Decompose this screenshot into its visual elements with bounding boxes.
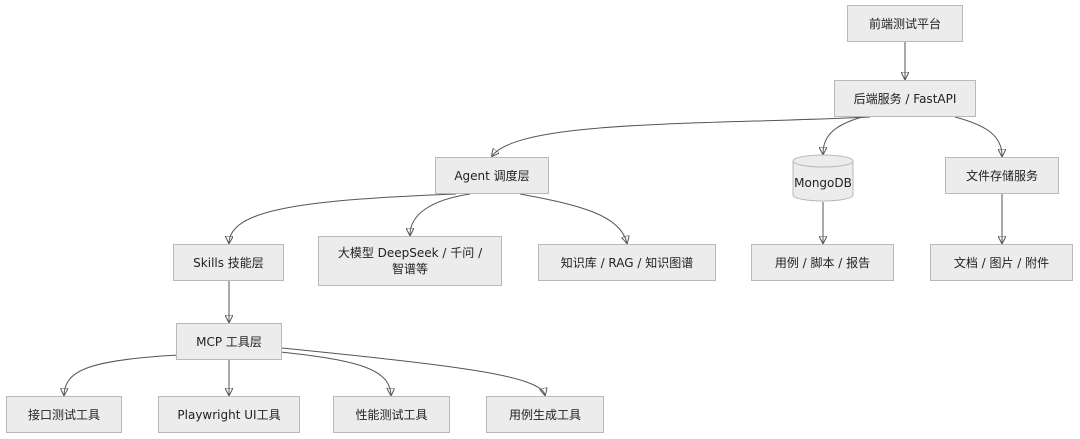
node-skills-layer: Skills 技能层 <box>173 244 284 281</box>
database-icon <box>792 154 854 202</box>
node-llm: 大模型 DeepSeek / 千问 / 智谱等 <box>318 236 502 286</box>
edge-backend-to-mongodb <box>823 116 863 154</box>
edge-mcp-to-casegen_tool <box>281 347 545 395</box>
node-agent-layer: Agent 调度层 <box>435 157 549 194</box>
edge-mcp-to-perf_tool <box>279 351 391 395</box>
node-file-storage: 文件存储服务 <box>945 157 1059 194</box>
node-mcp-tool-layer: MCP 工具层 <box>176 323 282 360</box>
node-api-test-tool: 接口测试工具 <box>6 396 122 433</box>
node-case-generation-tool: 用例生成工具 <box>486 396 604 433</box>
node-docs-images-attachments: 文档 / 图片 / 附件 <box>930 244 1073 281</box>
node-frontend-platform: 前端测试平台 <box>847 5 963 42</box>
node-performance-test-tool: 性能测试工具 <box>333 396 450 433</box>
edge-agent-to-llm <box>410 193 471 235</box>
node-backend-service: 后端服务 / FastAPI <box>834 80 976 117</box>
node-mongodb: MongoDB <box>794 176 852 190</box>
edge-mcp-to-api_tool <box>64 354 179 395</box>
node-cases-scripts-reports: 用例 / 脚本 / 报告 <box>751 244 894 281</box>
edge-backend-to-filestore <box>954 116 1002 156</box>
edge-backend-to-agent <box>492 116 871 156</box>
node-playwright-ui-tool: Playwright UI工具 <box>158 396 300 433</box>
edge-agent-to-skills <box>229 193 457 243</box>
edge-agent-to-knowledge <box>519 193 627 243</box>
node-knowledge-base: 知识库 / RAG / 知识图谱 <box>538 244 716 281</box>
